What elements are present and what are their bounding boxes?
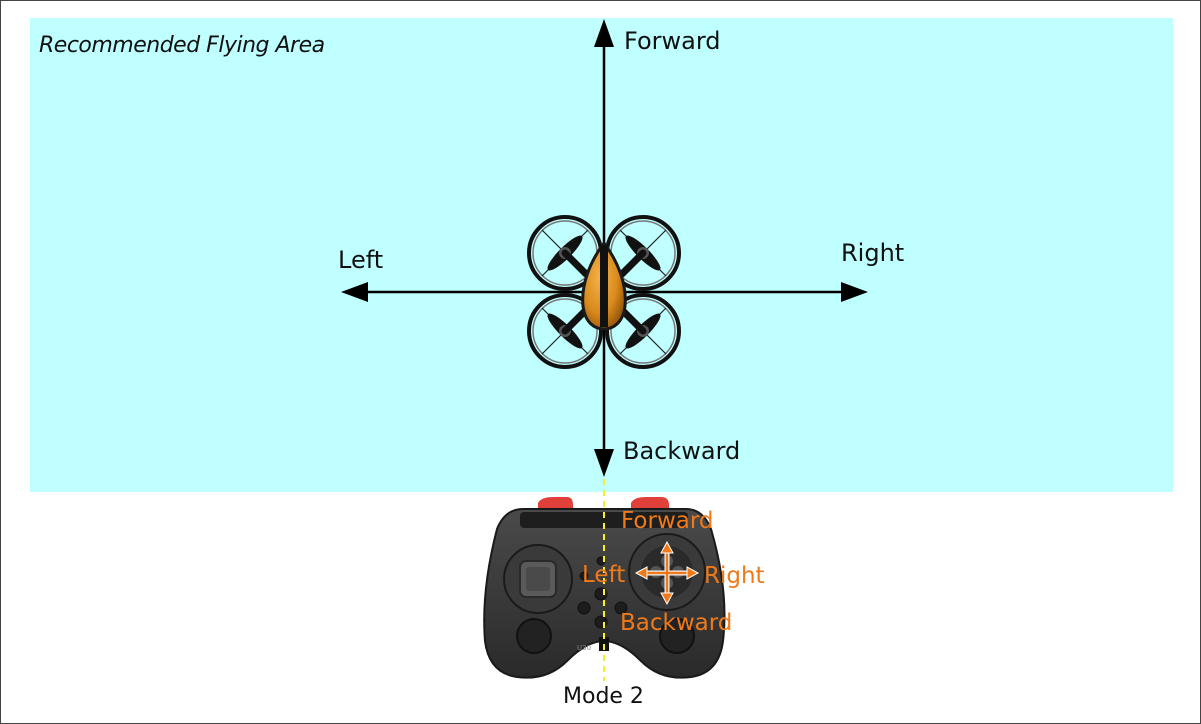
- stick-forward-label: Forward: [621, 508, 714, 534]
- stick-left-label: Left: [582, 562, 626, 588]
- forward-arrow-icon: [594, 19, 614, 47]
- stick-backward-label: Backward: [620, 610, 733, 636]
- drone-backward-label: Backward: [623, 437, 741, 465]
- controller-markings: U30: [577, 644, 591, 652]
- stick-direction-arrows: [634, 540, 700, 606]
- flying-area-title: Recommended Flying Area: [39, 33, 325, 58]
- controller-mode-label: Mode 2: [563, 684, 644, 709]
- backward-arrow-icon: [594, 449, 614, 477]
- stick-left-arrow-icon: [634, 566, 648, 580]
- stick-backward-arrow-icon: [660, 592, 674, 606]
- quadcopter-drone-icon: [527, 215, 681, 369]
- drone-left-label: Left: [338, 246, 384, 274]
- drone-forward-label: Forward: [624, 27, 721, 55]
- left-arrow-icon: [341, 282, 368, 302]
- drone-right-label: Right: [841, 239, 905, 267]
- stick-right-arrow-icon: [686, 566, 700, 580]
- stick-forward-arrow-icon: [660, 540, 674, 554]
- stick-right-label: Right: [704, 563, 765, 589]
- right-arrow-icon: [841, 282, 868, 302]
